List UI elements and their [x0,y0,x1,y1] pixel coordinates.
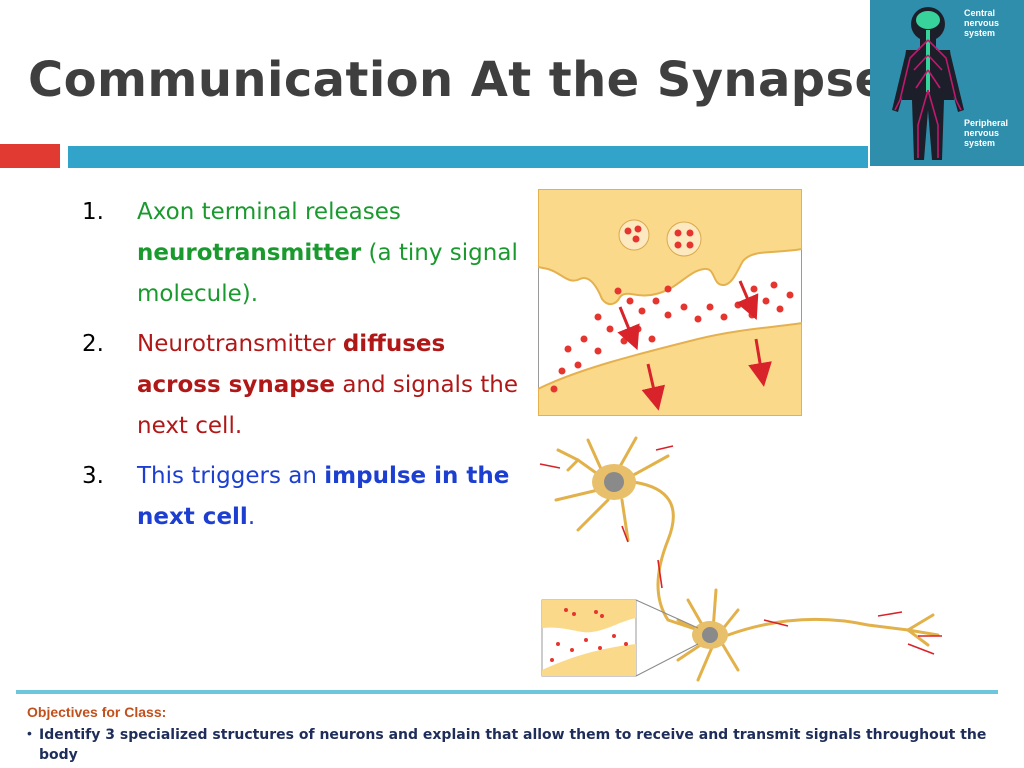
label-central-2: nervous [964,18,1000,28]
step-text-part: Axon terminal releases [137,199,401,225]
label-peripheral-1: Peripheral [964,118,1009,128]
step-item: 2. Neurotransmitter diffuses across syna… [82,324,522,447]
step-text-part: This triggers an [137,463,325,489]
accent-bar-blue [68,146,868,168]
label-central-3: system [964,28,996,38]
objectives-heading: Objectives for Class: [27,704,167,720]
objectives-bullet: • [27,725,32,741]
footer-divider-right [948,690,998,694]
step-text-part: . [247,504,256,530]
footer-divider [16,690,948,694]
steps-list: 1. Axon terminal releases neurotransmitt… [82,192,522,547]
label-peripheral-3: system [964,138,996,148]
accent-bar-red [0,144,60,168]
label-central-1: Central [964,8,996,18]
neuron-diagram [539,436,942,682]
nervous-system-image: Central nervous system Peripheral nervou… [870,0,1024,166]
step-text-emphasis: diffuses across synapse [137,331,446,398]
label-peripheral-2: nervous [964,128,1000,138]
step-text-emphasis: impulse in the next cell [137,463,510,530]
step-text-part: and signals the next cell. [137,372,518,439]
step-number: 1. [82,199,104,225]
step-text-part: Neurotransmitter [137,331,343,357]
step-text: Axon terminal releases neurotransmitter … [137,192,522,315]
step-text-emphasis: neurotransmitter [137,240,362,266]
step-text: Neurotransmitter diffuses across synapse… [137,324,522,447]
step-number: 3. [82,463,104,489]
step-text-part: (a tiny signal molecule). [137,240,518,307]
step-item: 1. Axon terminal releases neurotransmitt… [82,192,522,315]
slide-title: Communication At the Synapse [28,52,888,108]
objectives-item: Identify 3 specialized structures of neu… [39,727,987,763]
step-text: This triggers an impulse in the next cel… [137,456,522,538]
step-number: 2. [82,331,104,357]
synapse-diagram [538,189,802,416]
human-body-figure [870,0,1024,166]
step-item: 3. This triggers an impulse in the next … [82,456,522,538]
